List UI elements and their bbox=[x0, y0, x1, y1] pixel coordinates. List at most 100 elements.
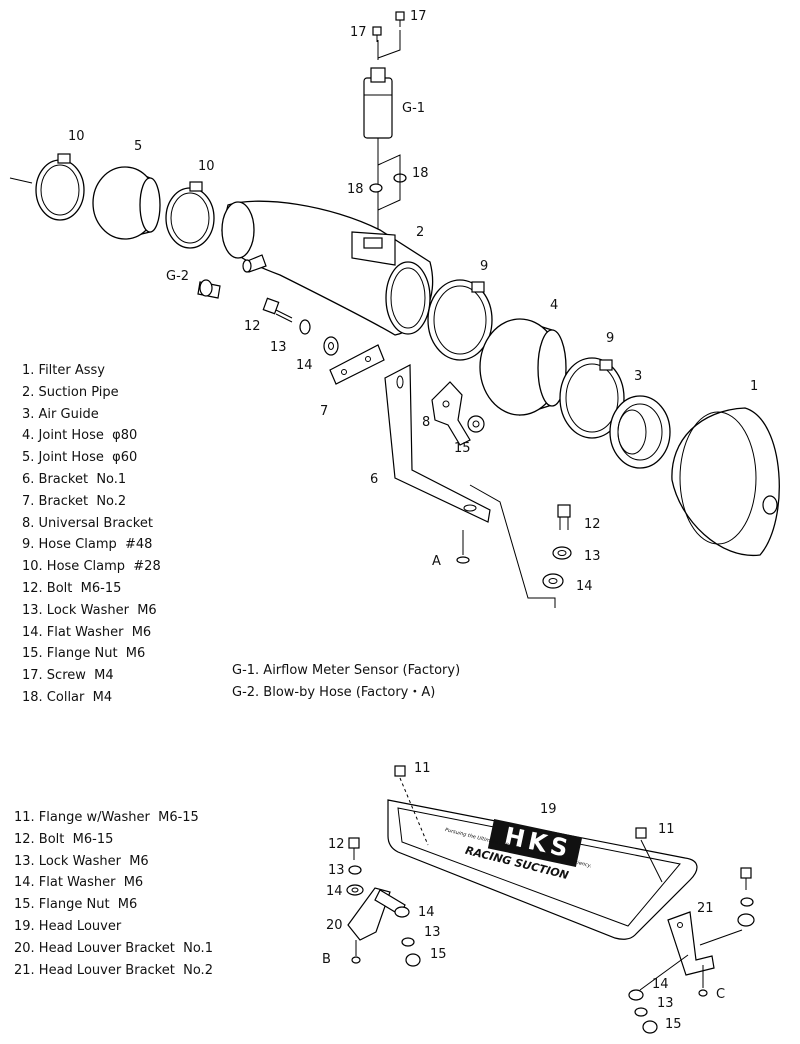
callout-13-louver-mid: 13 bbox=[424, 925, 441, 940]
parts-list-item: 5. Joint Hose φ60 bbox=[22, 450, 138, 466]
parts-list-item: 7. Bracket No.2 bbox=[22, 493, 127, 509]
callout-9-left: 9 bbox=[480, 259, 488, 274]
callout-19: 19 bbox=[540, 802, 557, 817]
callout-2: 2 bbox=[416, 225, 424, 240]
parts-list-item: 18. Collar M4 bbox=[22, 689, 113, 705]
callout-5: 5 bbox=[134, 139, 142, 154]
callout-b: B bbox=[322, 952, 331, 967]
blow-by-hose bbox=[197, 279, 221, 299]
mount-point-a bbox=[456, 530, 470, 564]
callout-13-right: 13 bbox=[584, 549, 601, 564]
callout-18-left: 18 bbox=[347, 182, 364, 197]
bolt-12-top bbox=[262, 297, 293, 323]
callout-c: C bbox=[716, 987, 725, 1002]
bolt-12-louver-right bbox=[740, 867, 752, 890]
flat-washer-14-louver-left bbox=[346, 884, 364, 896]
hose-clamp-10-left bbox=[35, 153, 85, 221]
hose-clamp-10-right bbox=[165, 181, 215, 249]
callout-15-louver-right: 15 bbox=[665, 1017, 682, 1032]
callout-g2: G-2 bbox=[166, 269, 189, 284]
callout-11-right: 11 bbox=[658, 822, 675, 837]
callout-13-louver: 13 bbox=[328, 863, 345, 878]
callout-20: 20 bbox=[326, 918, 343, 933]
bracket-7 bbox=[329, 344, 385, 385]
flange-washer-11-right bbox=[635, 827, 663, 883]
air-guide-3 bbox=[609, 395, 671, 469]
callout-9-right: 9 bbox=[606, 331, 614, 346]
screw-17-left bbox=[372, 26, 382, 42]
lock-washer-13-top bbox=[299, 319, 311, 335]
mount-point-b bbox=[351, 940, 361, 964]
parts-list-item: 12. Bolt M6-15 bbox=[22, 580, 122, 596]
callout-4: 4 bbox=[550, 298, 558, 313]
flat-washer-14-right bbox=[542, 573, 564, 589]
parts-list-item: 9. Hose Clamp #48 bbox=[22, 537, 153, 553]
callout-7: 7 bbox=[320, 404, 328, 419]
parts-list-item: G-2. Blow-by Hose (Factory・A) bbox=[232, 685, 436, 700]
parts-list-item: 14. Flat Washer M6 bbox=[22, 624, 152, 640]
washers-louver-right-lower bbox=[628, 954, 689, 1034]
lock-washer-13-louver-left bbox=[348, 865, 362, 875]
hose-clamp-9-right bbox=[559, 357, 625, 439]
callout-12-louver: 12 bbox=[328, 837, 345, 852]
washers-louver-left-lower bbox=[394, 906, 421, 967]
parts-list-item: 17. Screw M4 bbox=[22, 668, 114, 684]
parts-list-item: 6. Bracket No.1 bbox=[22, 471, 127, 487]
parts-list-item: 8. Universal Bracket bbox=[22, 515, 153, 531]
callout-a: A bbox=[432, 554, 441, 569]
parts-list-item: G-1. Airflow Meter Sensor (Factory) bbox=[232, 663, 461, 678]
screw-17-right bbox=[395, 11, 405, 27]
callout-12-top: 12 bbox=[244, 319, 261, 334]
callout-3: 3 bbox=[634, 369, 642, 384]
callout-15-louver-mid: 15 bbox=[430, 947, 447, 962]
callout-1: 1 bbox=[750, 379, 758, 394]
callout-14-top: 14 bbox=[296, 358, 313, 373]
parts-list-factory: G-1. Airflow Meter Sensor (Factory) G-2.… bbox=[232, 660, 460, 704]
bracket-6 bbox=[384, 364, 491, 523]
callout-15-top: 15 bbox=[454, 441, 471, 456]
callout-14-louver-mid: 14 bbox=[418, 905, 435, 920]
bolt-12-louver-left bbox=[348, 837, 360, 860]
callout-8: 8 bbox=[422, 415, 430, 430]
lock-washer-13-right bbox=[552, 546, 572, 560]
parts-list-item: 14. Flat Washer M6 bbox=[14, 875, 144, 891]
bracket-6-leader bbox=[469, 484, 556, 608]
joint-hose-5 bbox=[92, 166, 161, 240]
washers-louver-right bbox=[737, 897, 755, 927]
callout-10-left: 10 bbox=[68, 129, 85, 144]
callout-14-right: 14 bbox=[576, 579, 593, 594]
louver-bracket-21 bbox=[667, 911, 743, 976]
callout-18-right: 18 bbox=[412, 166, 429, 181]
callout-11-left: 11 bbox=[414, 761, 431, 776]
callout-14-louver-left: 14 bbox=[326, 884, 343, 899]
joint-hose-4 bbox=[479, 318, 567, 416]
parts-list-item: 13. Lock Washer M6 bbox=[22, 602, 157, 618]
collar-leader bbox=[377, 154, 401, 211]
callout-g1: G-1 bbox=[402, 101, 425, 116]
universal-bracket-8 bbox=[431, 381, 471, 446]
callout-21: 21 bbox=[697, 901, 714, 916]
parts-list-item: 2. Suction Pipe bbox=[22, 384, 119, 400]
callout-6: 6 bbox=[370, 472, 378, 487]
parts-list-item: 15. Flange Nut M6 bbox=[14, 897, 138, 913]
callout-14-louver-right: 14 bbox=[652, 977, 669, 992]
parts-list-item: 21. Head Louver Bracket No.2 bbox=[14, 962, 213, 978]
head-louver-19 bbox=[387, 799, 698, 940]
parts-list-item: 15. Flange Nut M6 bbox=[22, 646, 146, 662]
mount-point-c bbox=[698, 965, 708, 997]
hose-clamp-9-left bbox=[427, 279, 493, 361]
parts-list-louver: 11. Flange w/Washer M6-15 12. Bolt M6-15… bbox=[14, 807, 213, 981]
parts-list-item: 12. Bolt M6-15 bbox=[14, 831, 114, 847]
bolt-12-right bbox=[557, 504, 571, 530]
callout-13-top: 13 bbox=[270, 340, 287, 355]
parts-list-item: 13. Lock Washer M6 bbox=[14, 853, 149, 869]
callout-12-right: 12 bbox=[584, 517, 601, 532]
flat-washer-14-top bbox=[323, 336, 339, 356]
callout-17-left: 17 bbox=[350, 25, 367, 40]
parts-list-item: 4. Joint Hose φ80 bbox=[22, 428, 138, 444]
parts-list-main: 1. Filter Assy 2. Suction Pipe 3. Air Gu… bbox=[22, 360, 161, 709]
callout-13-louver-right: 13 bbox=[657, 996, 674, 1011]
parts-list-item: 11. Flange w/Washer M6-15 bbox=[14, 810, 199, 825]
suction-pipe bbox=[221, 200, 434, 336]
parts-list-item: 1. Filter Assy bbox=[22, 363, 105, 378]
